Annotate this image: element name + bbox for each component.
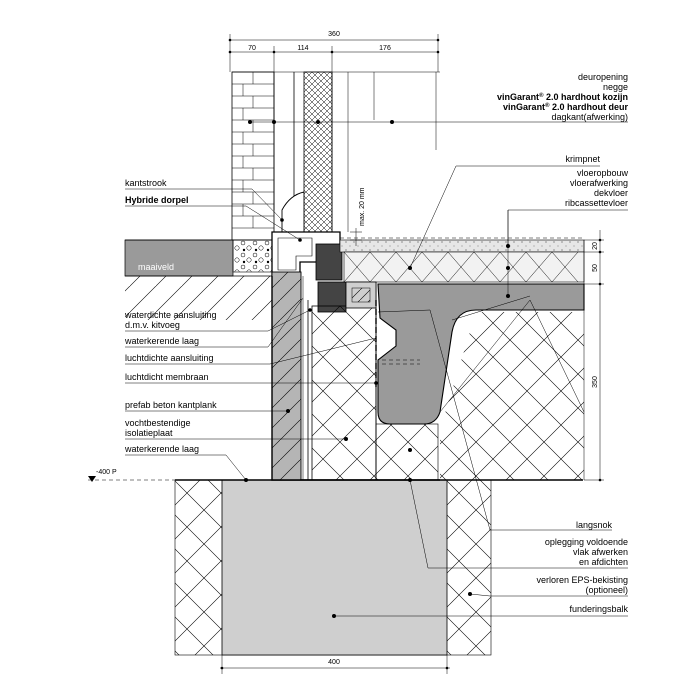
label-hybride-dorpel: Hybride dorpel — [125, 195, 189, 205]
dim-max-20: max. 20 mm — [359, 187, 366, 226]
label-vochtbestendige-1: vochtbestendige — [125, 418, 191, 428]
dimension-max-20: max. 20 mm — [350, 187, 366, 246]
label-kantstrook: kantstrook — [125, 178, 167, 188]
label-vloerafwerking: vloerafwerking — [570, 178, 628, 188]
cavity-insulation — [303, 71, 333, 233]
label-deur-reg: ® — [545, 102, 550, 109]
label-kozijn: vinGarant® 2.0 hardhout kozijn — [497, 92, 628, 102]
prefab-concrete-edge-plank — [271, 271, 302, 481]
label-oplegging-3: en afdichten — [579, 557, 628, 567]
label-deuropening: deuropening — [578, 72, 628, 82]
label-kozijn-prefix: vinGarant — [497, 92, 539, 102]
label-deur-suffix: 2.0 hardhout deur — [549, 102, 628, 112]
dim-350: 350 — [592, 376, 599, 388]
label-eps-2: (optioneel) — [585, 585, 628, 595]
label-waterkerende-laag-1: waterkerende laag — [124, 336, 199, 346]
labels-right: deuropening negge vinGarant® 2.0 hardhou… — [248, 72, 628, 618]
label-waterkerende-laag-2: waterkerende laag — [124, 444, 199, 454]
label-prefab-beton: prefab beton kantplank — [125, 400, 217, 410]
rib-cassette-floor — [345, 240, 585, 481]
dim-20: 20 — [592, 242, 599, 250]
brick-wall — [231, 71, 275, 241]
floor-screed — [339, 237, 585, 283]
label-krimpnet: krimpnet — [565, 154, 600, 164]
label-luchtdicht-membraan: luchtdicht membraan — [125, 372, 209, 382]
level-label: -400 P — [96, 469, 117, 476]
dim-114: 114 — [297, 45, 308, 52]
level-marker: -400 P — [88, 469, 175, 482]
door-frame-profile — [271, 191, 347, 313]
label-langsnok: langsnok — [576, 520, 613, 530]
label-negge: negge — [603, 82, 628, 92]
label-ribcassettevloer: ribcassettevloer — [565, 198, 628, 208]
label-vochtbestendige-2: isolatieplaat — [125, 428, 173, 438]
foundation-beam — [174, 479, 583, 656]
label-deur: vinGarant® 2.0 hardhout deur — [503, 102, 628, 112]
label-funderingsbalk: funderingsbalk — [569, 604, 628, 614]
inner-leaf — [232, 71, 440, 232]
label-waterdicht-2: d.m.v. kitvoeg — [125, 320, 180, 330]
dim-176: 176 — [379, 45, 391, 52]
label-oplegging-2: vlak afwerken — [573, 547, 628, 557]
label-kozijn-suffix: 2.0 hardhout kozijn — [543, 92, 628, 102]
dim-50: 50 — [592, 264, 599, 272]
label-kozijn-reg: ® — [539, 92, 544, 99]
label-dagkant: dagkant(afwerking) — [551, 112, 628, 122]
label-oplegging-1: oplegging voldoende — [545, 537, 628, 547]
dimension-top: 360 70 114 176 — [228, 31, 440, 72]
water-barrier-line — [271, 276, 440, 481]
dim-70: 70 — [248, 45, 256, 52]
ground-left — [124, 239, 273, 320]
dim-400: 400 — [328, 659, 340, 666]
label-vloeropbouw: vloeropbouw — [577, 168, 629, 178]
label-eps-1: verloren EPS-bekisting — [536, 575, 628, 585]
moisture-resistant-insulation — [307, 280, 377, 481]
label-maaiveld: maaiveld — [138, 262, 174, 272]
label-dekvloer: dekvloer — [594, 188, 628, 198]
dimension-bottom: 400 — [220, 655, 450, 674]
dim-360: 360 — [328, 31, 340, 38]
label-luchtdichte-aansluiting: luchtdichte aansluiting — [125, 353, 214, 363]
labels-left: kantstrook Hybride dorpel maaiveld water… — [124, 178, 378, 482]
label-waterdicht-1: waterdichte aansluiting — [124, 310, 217, 320]
label-deur-prefix: vinGarant — [503, 102, 545, 112]
dimension-right: 20 50 350 — [584, 230, 604, 482]
